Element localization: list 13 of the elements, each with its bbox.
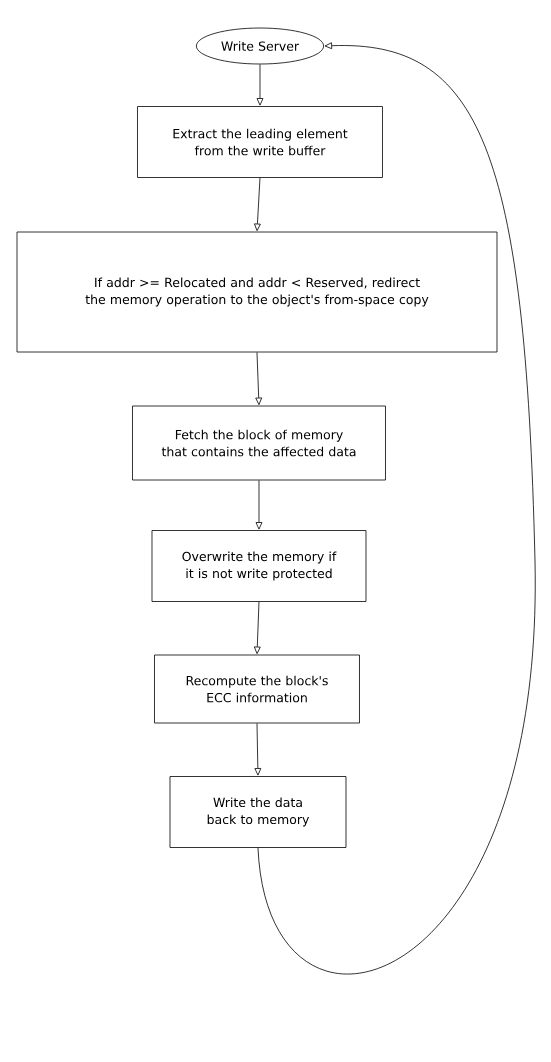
arrow: [257, 42, 536, 974]
process-box: Overwrite the memory if it is not write protected: [151, 530, 367, 602]
arrow: [256, 64, 264, 106]
process-box: Recompute the block's ECC information: [154, 654, 360, 724]
arrow: [253, 601, 261, 654]
process-box: Write the data back to memory: [169, 776, 347, 848]
arrow: [254, 723, 262, 776]
arrow: [254, 177, 261, 231]
process-box: If addr >= Relocated and addr < Reserved, redirect the memory operation to the object's from-space copy: [16, 231, 498, 353]
process-box: Extract the leading element from the write buffer: [137, 106, 383, 178]
process-box: Fetch the block of memory that contains the affected data: [132, 405, 386, 481]
arrow: [255, 480, 263, 530]
arrow: [255, 352, 263, 405]
